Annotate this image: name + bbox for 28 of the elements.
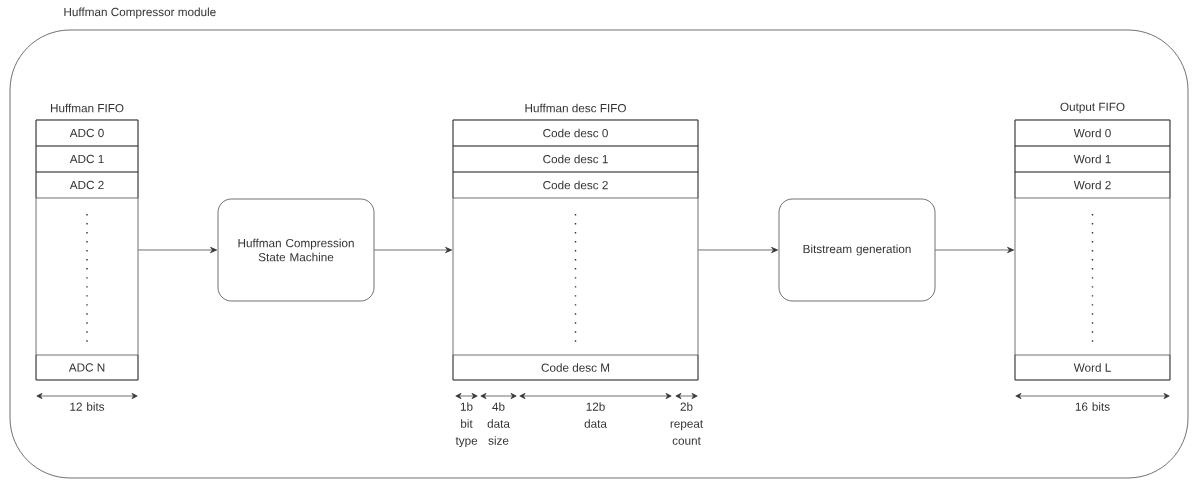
fifo-row: ADC N — [35, 354, 139, 381]
fifo-row: Word 0 — [1014, 119, 1171, 147]
fifo-heading: Huffman desc FIFO — [525, 103, 626, 113]
process-box: Huffman Compression State Machine — [217, 198, 375, 302]
dimension-label: 4b data size — [487, 402, 510, 445]
dimension-label: 1b bit type — [455, 402, 478, 448]
fifo-heading: Huffman FIFO — [50, 103, 124, 113]
dimension-label: 12 bits — [70, 402, 105, 411]
arrow — [935, 246, 1015, 254]
fifo-row: Code desc 0 — [452, 119, 699, 147]
fifo-row: Word L — [1014, 354, 1171, 381]
dimension-label: 2b repeat count — [670, 402, 704, 445]
fifo-row: Code desc M — [452, 354, 699, 381]
process-box: Bitstream generation — [778, 198, 936, 302]
fifo-row: ADC 1 — [35, 145, 139, 173]
fifo-row: Word 1 — [1014, 145, 1171, 173]
fifo-row: Word 2 — [1014, 171, 1171, 199]
arrow — [374, 246, 453, 254]
dimension-label: 16 bits — [1075, 402, 1110, 411]
fifo-row: ADC 0 — [35, 119, 139, 147]
module-heading: Huffman Compressor module — [64, 7, 216, 19]
fifo-row: Code desc 1 — [452, 145, 699, 173]
fifo-row: Code desc 2 — [452, 171, 699, 199]
fifo-row: ADC 2 — [35, 171, 139, 199]
fifo-heading: Output FIFO — [1060, 102, 1125, 114]
arrow — [138, 246, 218, 254]
dimension-label: 12b data — [584, 402, 607, 428]
arrow — [698, 246, 779, 254]
